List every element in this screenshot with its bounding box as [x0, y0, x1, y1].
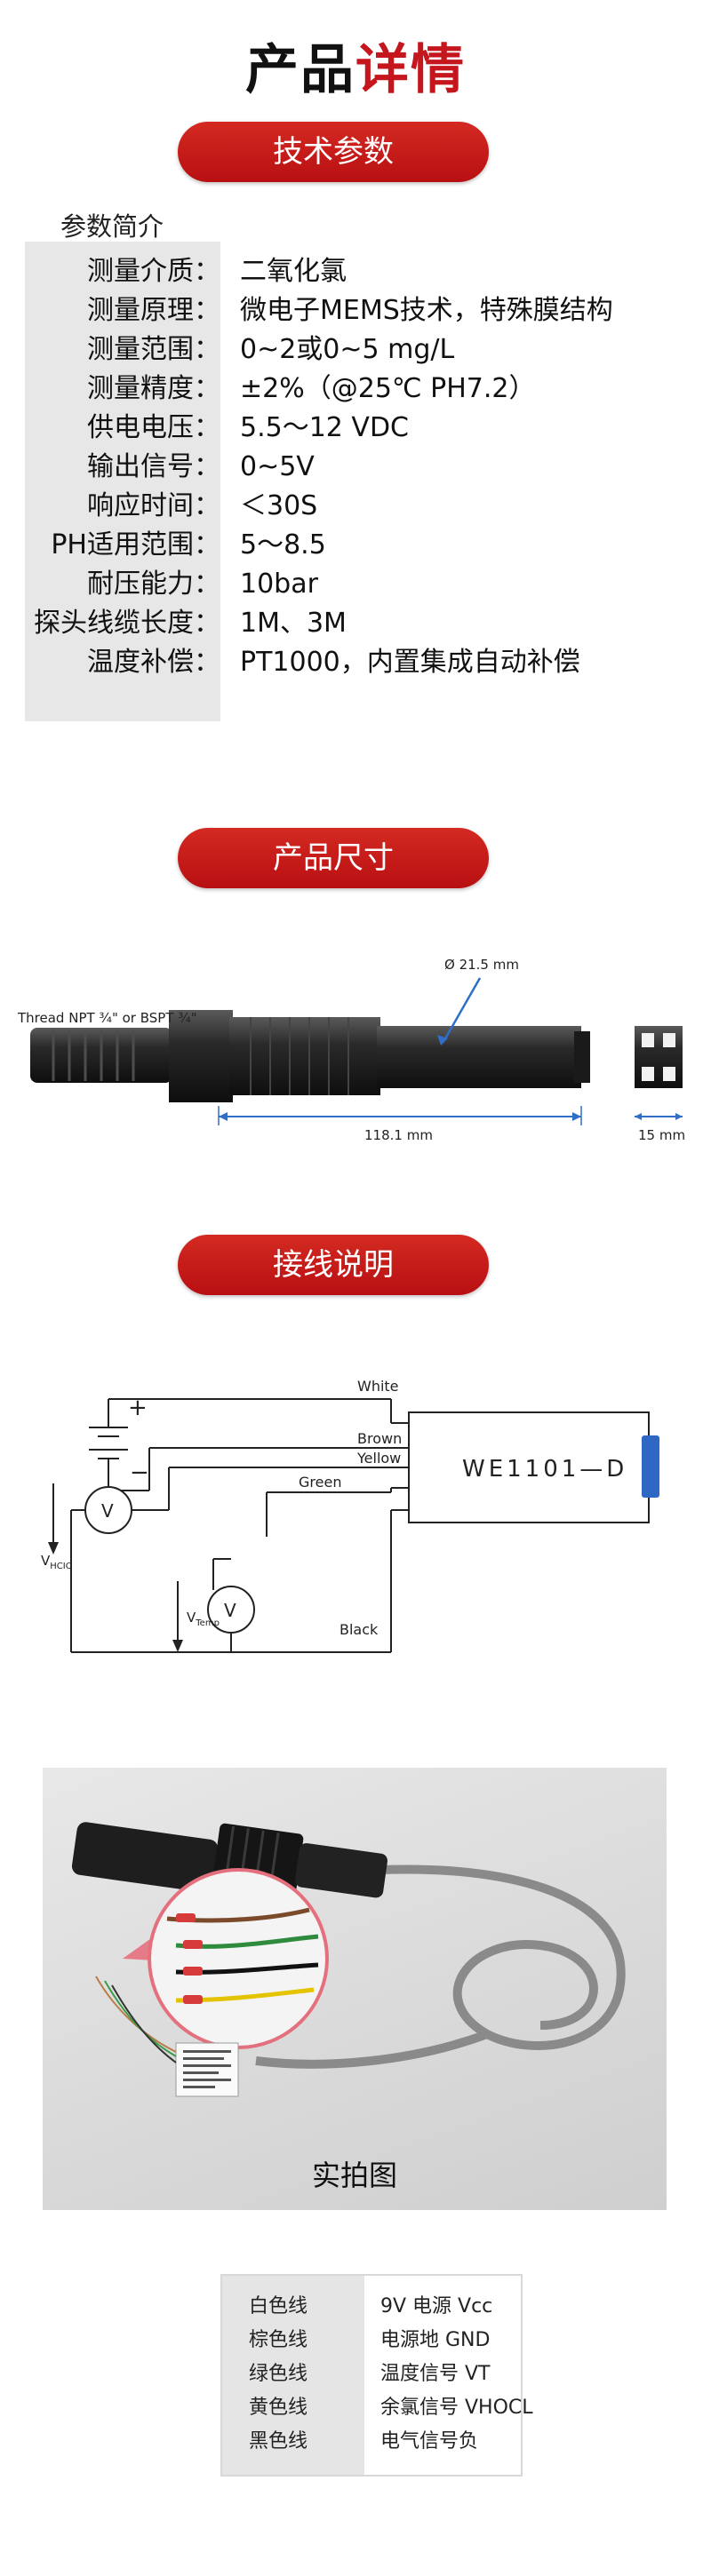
hclo-meter-symbol: V [101, 1500, 114, 1522]
diameter-arrow [443, 977, 482, 1041]
photo-illustration [71, 1822, 626, 2097]
param-value: 5.5～12 VDC [240, 412, 409, 443]
params-subheading: 参数简介 [60, 211, 164, 242]
legend-function: 电源地 GND [380, 2329, 491, 2351]
legend-row: 白色线 9V 电源 Vcc [222, 2292, 524, 2322]
param-row: 测量原理： 微电子MEMS技术，特殊膜结构 [25, 291, 665, 330]
param-row: PH适用范围： 5～8.5 [25, 526, 665, 565]
wire-label-green: Green [299, 1474, 341, 1491]
param-value: 0~2或0~5 mg/L [240, 334, 455, 365]
cap-length-label: 15 mm [638, 1127, 685, 1143]
param-label: 温度补偿： [87, 647, 220, 678]
label-column-background [25, 242, 220, 721]
sensor-module-box [408, 1411, 650, 1523]
probe-body [377, 1026, 581, 1088]
legend-row: 绿色线 温度信号 VT [222, 2359, 524, 2389]
section-header-tech-params: 技术参数 [178, 122, 489, 182]
wire-color-legend: 白色线 9V 电源 Vcc 棕色线 电源地 GND 绿色线 温度信号 VT 黄色… [220, 2274, 533, 2477]
cable-gland [30, 1028, 172, 1083]
legend-function: 9V 电源 Vcc [380, 2295, 493, 2318]
param-row: 测量精度： ±2%（@25℃ PH7.2） [25, 370, 665, 409]
v-temp-label: VTemp [187, 1610, 220, 1628]
dimension-drawing: Thread NPT ¾" or BSPT ¾" Ø 21.5 mm 118.1… [18, 957, 685, 1143]
plus-sign: + [128, 1395, 148, 1421]
legend-row: 黄色线 余氯信号 VHOCL [222, 2393, 533, 2423]
sensor-model: WE1101—D [462, 1456, 627, 1483]
param-value: 微电子MEMS技术，特殊膜结构 [240, 295, 613, 326]
param-row: 温度补偿： PT1000，内置集成自动补偿 [25, 643, 665, 682]
legend-row: 棕色线 电源地 GND [222, 2326, 524, 2356]
param-value: 二氧化氯 [240, 256, 347, 287]
param-row: 响应时间： ＜30S [25, 487, 665, 526]
param-value: 10bar [240, 568, 318, 600]
param-value: PT1000，内置集成自动补偿 [240, 647, 580, 678]
wire-label-white: White [357, 1378, 399, 1395]
param-row: 输出信号： 0~5V [25, 448, 665, 487]
legend-color-name: 黄色线 [249, 2397, 308, 2419]
legend-function: 电气信号负 [380, 2430, 479, 2453]
param-label: 测量原理： [87, 295, 220, 326]
param-value: ±2%（@25℃ PH7.2） [240, 373, 536, 404]
photo-caption: 实拍图 [311, 2159, 397, 2192]
wire-closeup-circle [148, 1868, 329, 2049]
param-row: 耐压能力： 10bar [25, 565, 665, 604]
param-value: 1M、3M [240, 608, 347, 639]
hclo-voltmeter [84, 1486, 132, 1534]
temp-meter-symbol: V [224, 1600, 236, 1621]
param-label: 测量范围： [87, 334, 220, 365]
wire-label-yellow: Yellow [356, 1450, 401, 1467]
legend-function: 余氯信号 VHOCL [380, 2397, 533, 2419]
thread-section [229, 1017, 380, 1095]
section-header-dimensions: 产品尺寸 [178, 828, 489, 888]
section-header-wiring: 接线说明 [178, 1235, 489, 1295]
minus-sign: − [130, 1459, 149, 1486]
product-photo: 实拍图 [43, 1768, 667, 2210]
connector-blue [642, 1435, 659, 1498]
legend-function: 温度信号 VT [380, 2363, 491, 2385]
legend-row: 黑色线 电气信号负 [222, 2427, 524, 2457]
param-value: 0~5V [240, 451, 315, 482]
param-label: 供电电压： [87, 412, 220, 443]
cable-coil [255, 1864, 626, 2069]
hex-nut [169, 1010, 233, 1102]
temp-voltmeter [207, 1586, 255, 1634]
param-row: 测量范围： 0~2或0~5 mg/L [25, 330, 665, 370]
param-value: ＜30S [240, 490, 318, 521]
page-title-main: 产品 [245, 39, 356, 101]
legend-color-name: 白色线 [249, 2295, 308, 2318]
param-label: 耐压能力： [87, 568, 220, 600]
param-row: 测量介质： 二氧化氯 [25, 252, 665, 291]
param-label: 响应时间： [87, 490, 220, 521]
v-hcio-label: VHCIO [41, 1553, 73, 1571]
legend-color-name: 棕色线 [249, 2329, 308, 2351]
legend-color-name: 黑色线 [249, 2430, 308, 2453]
param-label: 探头线缆长度： [34, 608, 220, 639]
param-label: 测量精度： [87, 373, 220, 404]
param-row: 探头线缆长度： 1M、3M [25, 604, 665, 643]
legend-color-name: 绿色线 [249, 2363, 308, 2385]
wire-label-black: Black [340, 1621, 379, 1638]
thread-label: Thread NPT ¾" or BSPT ¾" [18, 1010, 197, 1026]
diameter-label: Ø 21.5 mm [444, 957, 519, 973]
param-row: 供电电压： 5.5～12 VDC [25, 409, 665, 448]
param-value: 5～8.5 [240, 529, 326, 561]
wiring-diagram: V V + − White Brown Yellow Green Black V… [41, 1378, 659, 1653]
probe-cap [635, 1026, 683, 1088]
length-label: 118.1 mm [364, 1127, 433, 1143]
parameter-table: 测量介质： 二氧化氯 测量原理： 微电子MEMS技术，特殊膜结构 测量范围： 0… [25, 242, 665, 721]
wire-label-brown: Brown [357, 1430, 402, 1447]
param-label: PH适用范围： [51, 529, 220, 561]
param-label: 输出信号： [87, 451, 220, 482]
param-label: 测量介质： [87, 256, 220, 287]
page-title-accent: 详情 [356, 39, 466, 101]
page-title: 产品详情 [0, 27, 711, 104]
legend-color-column [222, 2276, 364, 2475]
